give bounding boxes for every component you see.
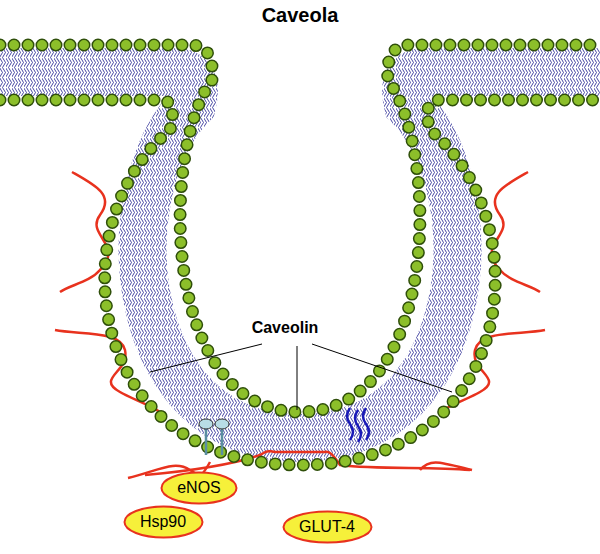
protein-oval: GLUT-4 [282, 510, 373, 544]
diagram-title: Caveola [262, 4, 339, 27]
protein-oval: eNOS [160, 471, 238, 505]
caveolin-strands [55, 172, 545, 478]
leader-lines [150, 344, 452, 410]
protein-oval: Hsp90 [123, 505, 204, 539]
protein-name: GLUT-4 [282, 518, 373, 536]
lipid-tails [0, 72, 600, 438]
protein-name: eNOS [160, 479, 238, 497]
cholesterol-lipid [347, 408, 369, 442]
membrane-heads [0, 45, 600, 465]
protein-name: Hsp90 [123, 513, 204, 531]
gpi-anchor [199, 419, 229, 455]
part-label: Caveolin [250, 319, 321, 337]
